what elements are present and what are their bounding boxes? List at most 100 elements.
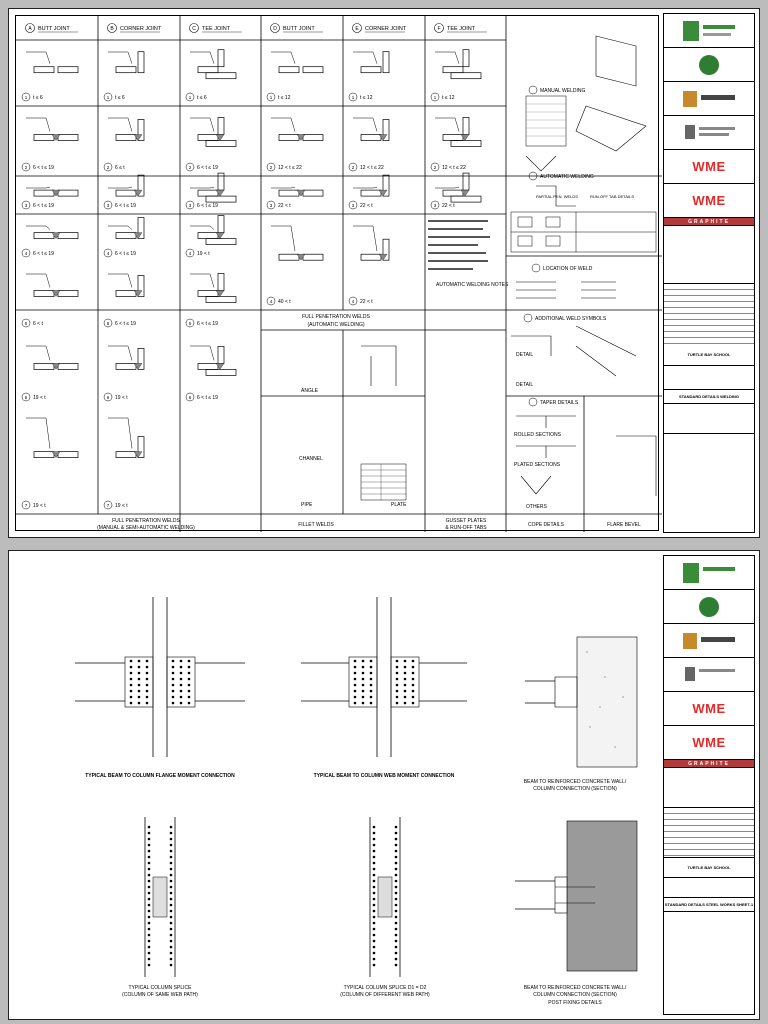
- wme-logo-4: WME: [664, 726, 754, 760]
- bolt: [137, 701, 141, 705]
- bolt: [361, 671, 365, 675]
- bolt: [395, 659, 399, 663]
- caption-post-3: POST FIXING DETAILS: [548, 1000, 602, 1006]
- bolt: [169, 867, 173, 871]
- full-pen-auto-sub: (AUTOMATIC WELDING): [307, 322, 364, 328]
- manual-welding-block: MANUAL WELDING AUTOMATIC WELDING PARTIAL…: [525, 35, 647, 207]
- bolt: [372, 843, 376, 847]
- bolt: [169, 843, 173, 847]
- bolt: [353, 665, 357, 669]
- bolt: [169, 891, 173, 895]
- svg-text:3: 3: [25, 203, 28, 208]
- bolt: [394, 873, 398, 877]
- bolt: [147, 825, 151, 829]
- bolt: [403, 665, 407, 669]
- caption-flange-moment: TYPICAL BEAM TO COLUMN FLANGE MOMENT CON…: [85, 773, 235, 779]
- bolt: [411, 659, 415, 663]
- bolt: [179, 665, 183, 669]
- header-letter-circle: [352, 23, 362, 33]
- bolt: [394, 837, 398, 841]
- bolt: [129, 671, 133, 675]
- row-label: 40 < t: [278, 299, 291, 305]
- svg-text:3: 3: [270, 203, 273, 208]
- svg-text:5: 5: [189, 321, 192, 326]
- row-label: 12 < t ≤ 22: [278, 165, 302, 171]
- bolt: [169, 885, 173, 889]
- bolt: [372, 927, 376, 931]
- svg-text:4: 4: [107, 251, 110, 256]
- row-label: 6 < t: [33, 321, 43, 327]
- bolt: [187, 683, 191, 687]
- bolt: [394, 843, 398, 847]
- bolt: [171, 701, 175, 705]
- bolt: [372, 879, 376, 883]
- svg-text:7: 7: [25, 503, 28, 508]
- bolt: [145, 683, 149, 687]
- automatic-welding-title: AUTOMATIC WELDING: [540, 174, 594, 180]
- row-label: t ≤ 6: [33, 95, 43, 101]
- bolt: [129, 701, 133, 705]
- bolt: [353, 695, 357, 699]
- svg-text:1: 1: [352, 95, 355, 100]
- column-header: TEE JOINT: [202, 26, 231, 32]
- bolt: [403, 659, 407, 663]
- column-header: CORNER JOINT: [120, 26, 162, 32]
- svg-text:2: 2: [270, 165, 273, 170]
- bolt: [169, 945, 173, 949]
- graphite-banner-2: GRAPHITE: [664, 760, 754, 768]
- web-moment-connection: [301, 597, 467, 757]
- bolt: [179, 701, 183, 705]
- footer-gusset-sub: & RUN-OFF TABS: [445, 525, 487, 531]
- footer-full-pen-sub: (MANUAL & SEMI-AUTOMATIC WELDING): [97, 525, 195, 531]
- flange-connection-bolts: [129, 659, 191, 705]
- bolt: [129, 695, 133, 699]
- consultant-logo-2: [664, 658, 754, 692]
- bolt: [147, 909, 151, 913]
- bolt: [394, 933, 398, 937]
- bolt: [171, 659, 175, 663]
- ministry-logo-2: [664, 556, 754, 590]
- runoff-tab-title: RUN-OFF TAB DETAILS: [590, 194, 634, 199]
- title-block-2: WME WME GRAPHITE TURTLE BAY SCHOOL STAND…: [663, 555, 755, 1015]
- header-letter-circle: [270, 23, 280, 33]
- steel-connection-drawing: TYPICAL BEAM TO COLUMN FLANGE MOMENT CON…: [75, 597, 638, 1006]
- svg-text:1: 1: [270, 95, 273, 100]
- bolt: [137, 671, 141, 675]
- bolt: [147, 861, 151, 865]
- bolt: [147, 891, 151, 895]
- revision-table: [664, 284, 754, 344]
- bolt: [137, 683, 141, 687]
- row-label: 22 < t: [442, 203, 455, 209]
- title-block: WME WME GRAPHITE TURTLE BAY SCHOOL STAND…: [663, 13, 755, 533]
- pipe-title: PIPE: [301, 502, 313, 508]
- bolt: [372, 885, 376, 889]
- bolt: [147, 849, 151, 853]
- consultant-logo: [664, 116, 754, 150]
- weld-detail-A-1: 1 t ≤ 6: [21, 51, 79, 102]
- bolt: [169, 903, 173, 907]
- svg-text:1: 1: [25, 95, 28, 100]
- header-letter: C: [192, 26, 196, 32]
- column-header: BUTT JOINT: [283, 26, 315, 32]
- bolt: [395, 695, 399, 699]
- bolt: [372, 849, 376, 853]
- bolt: [187, 671, 191, 675]
- bolt: [369, 689, 373, 693]
- row-label: 6 < t ≤ 19: [197, 203, 218, 209]
- bolt: [169, 837, 173, 841]
- bolt: [394, 945, 398, 949]
- bolt: [403, 677, 407, 681]
- drawing-title: STANDARD DETAILS WELDING: [664, 390, 754, 404]
